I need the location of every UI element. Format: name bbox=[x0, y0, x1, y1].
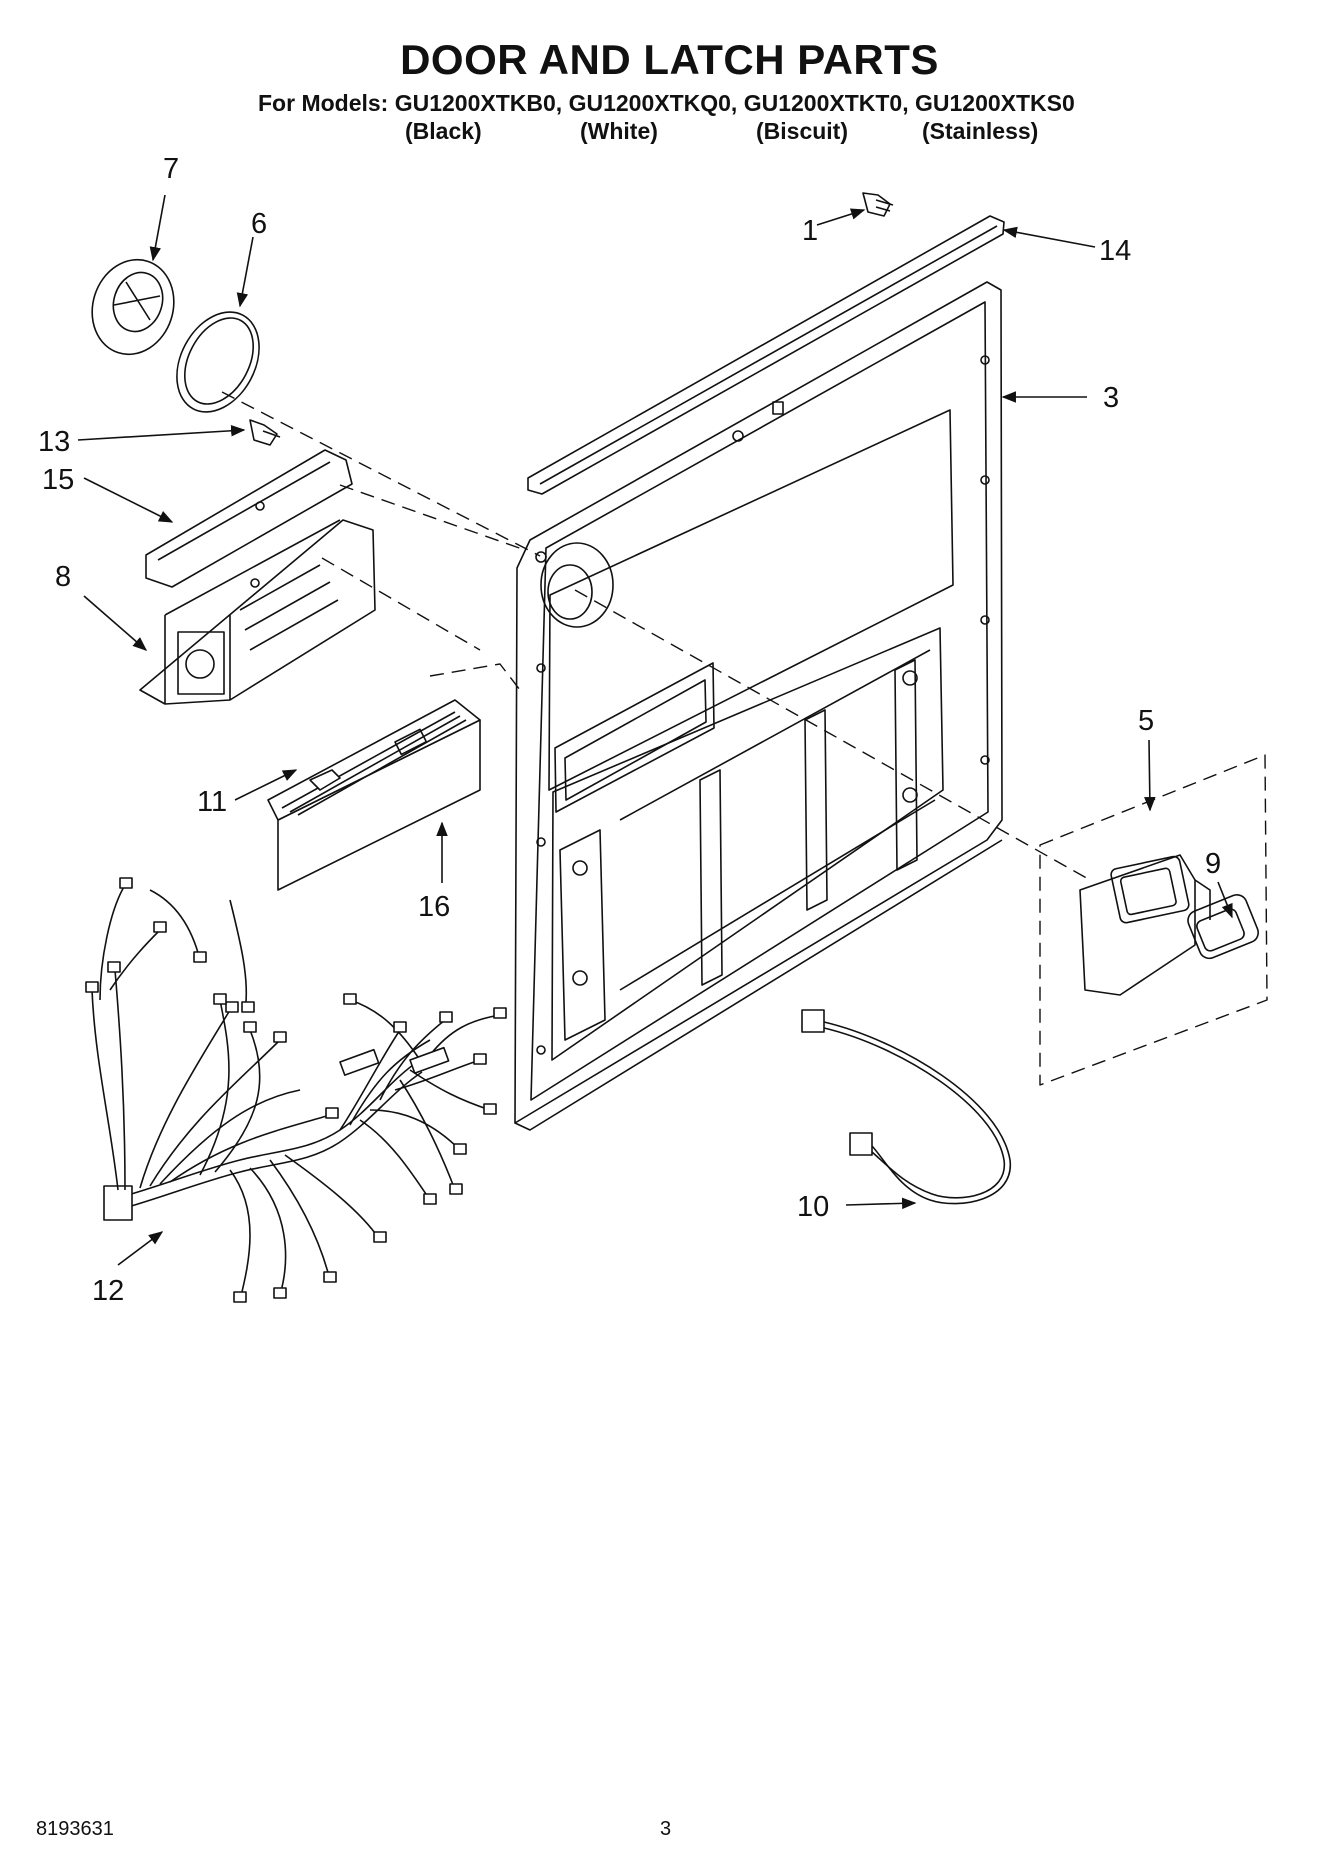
callout-15: 15 bbox=[42, 464, 74, 496]
gasket-ring bbox=[176, 311, 260, 413]
door-inner-panel bbox=[514, 281, 1003, 1131]
callout-11: 11 bbox=[197, 786, 227, 818]
callout-3: 3 bbox=[1103, 382, 1119, 414]
callout-5: 5 bbox=[1138, 705, 1154, 737]
callout-9: 9 bbox=[1205, 848, 1221, 880]
document-number: 8193631 bbox=[36, 1818, 114, 1840]
callout-10: 10 bbox=[797, 1191, 829, 1223]
latch-assembly bbox=[139, 519, 376, 705]
screw-1 bbox=[862, 192, 894, 217]
variant-stainless: (Stainless) bbox=[922, 118, 1039, 144]
callout-14: 14 bbox=[1099, 235, 1131, 267]
screw-13 bbox=[249, 419, 281, 446]
cable bbox=[801, 1009, 1011, 1205]
leader-arrows bbox=[77, 194, 1233, 1266]
models-line: For Models: GU1200XTKB0, GU1200XTKQ0, GU… bbox=[258, 90, 1075, 116]
callout-13: 13 bbox=[38, 426, 70, 458]
variant-white: (White) bbox=[580, 118, 658, 144]
alignment-guides bbox=[221, 391, 1268, 1086]
callout-6: 6 bbox=[251, 208, 267, 240]
callout-8: 8 bbox=[55, 561, 71, 593]
dial-cover bbox=[91, 258, 175, 356]
callout-12: 12 bbox=[92, 1275, 124, 1307]
page-title: DOOR AND LATCH PARTS bbox=[400, 36, 939, 83]
callout-16: 16 bbox=[418, 891, 450, 923]
variant-black: (Black) bbox=[405, 118, 482, 144]
wire-harness bbox=[85, 877, 507, 1303]
callout-7: 7 bbox=[163, 153, 179, 185]
switch-gasket bbox=[1187, 893, 1259, 960]
page-number: 3 bbox=[660, 1818, 672, 1840]
handle-bracket bbox=[145, 449, 353, 588]
switch-assembly bbox=[1079, 854, 1211, 996]
variant-biscuit: (Biscuit) bbox=[756, 118, 848, 144]
callout-labels: 7 6 1 14 3 13 15 8 11 16 5 9 10 12 bbox=[38, 153, 1221, 1307]
latch-clip bbox=[309, 769, 341, 791]
latch-cover bbox=[267, 699, 481, 891]
callout-1: 1 bbox=[802, 215, 818, 247]
